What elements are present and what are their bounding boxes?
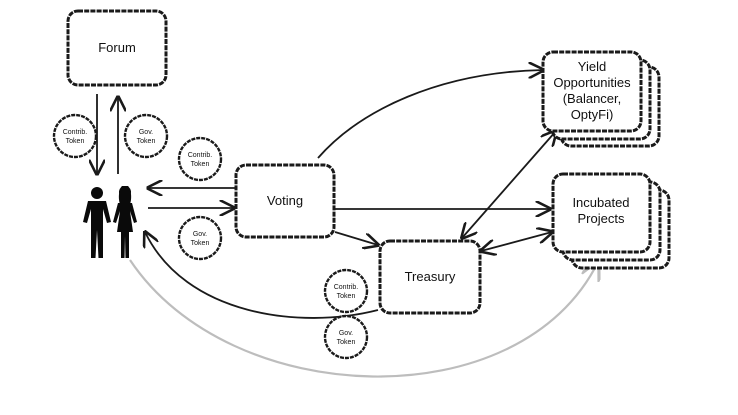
token-gov-forum-line-2: Token <box>137 138 156 145</box>
token-contrib-voting-line-2: Token <box>191 161 210 168</box>
token-contrib-treasury-line-1: Contrib. <box>334 284 359 291</box>
people-icon <box>83 186 137 258</box>
token-gov-voting: Gov. Token <box>177 215 223 261</box>
edges <box>97 70 598 378</box>
edge-treasury-yield <box>462 131 556 238</box>
treasury-label: Treasury <box>405 269 456 284</box>
token-contrib-forum: Contrib. Token <box>52 113 98 159</box>
token-gov-voting-line-2: Token <box>191 240 210 247</box>
token-contrib-voting: Contrib. Token <box>177 136 223 182</box>
token-gov-forum-line-1: Gov. <box>139 129 153 136</box>
token-contrib-treasury-line-2: Token <box>337 293 356 300</box>
token-gov-treasury: Gov. Token <box>323 314 369 360</box>
edge-people-to-incubated <box>129 260 598 378</box>
edge-voting-to-treasury <box>334 231 378 245</box>
token-gov-treasury-line-1: Gov. <box>339 330 353 337</box>
token-gov-voting-line-1: Gov. <box>193 231 207 238</box>
incubated-label-line-1: Incubated <box>572 195 629 210</box>
forum-label: Forum <box>98 40 136 55</box>
edge-voting-to-yield <box>317 70 543 159</box>
token-gov-treasury-line-2: Token <box>337 339 356 346</box>
incubated-node: Incubated Projects <box>551 172 671 270</box>
yield-label-line-3: (Balancer, <box>563 91 622 106</box>
token-contrib-forum-line-2: Token <box>66 138 85 145</box>
voting-node: Voting <box>234 163 336 239</box>
yield-label-line-2: Opportunities <box>553 75 631 90</box>
token-contrib-forum-line-1: Contrib. <box>63 129 88 136</box>
yield-node: Yield Opportunities (Balancer, OptyFi) <box>541 50 661 148</box>
yield-label-line-1: Yield <box>578 59 606 74</box>
incubated-label-line-2: Projects <box>578 211 625 226</box>
voting-label: Voting <box>267 193 303 208</box>
man-figure <box>83 187 111 258</box>
token-contrib-voting-line-1: Contrib. <box>188 152 213 159</box>
woman-figure <box>113 186 137 258</box>
yield-label-line-4: OptyFi) <box>571 107 614 122</box>
treasury-node: Treasury <box>378 239 482 315</box>
token-contrib-treasury: Contrib. Token <box>323 268 369 314</box>
edge-treasury-incubated <box>481 232 552 251</box>
forum-node: Forum <box>66 9 168 87</box>
token-gov-forum: Gov. Token <box>123 113 169 159</box>
